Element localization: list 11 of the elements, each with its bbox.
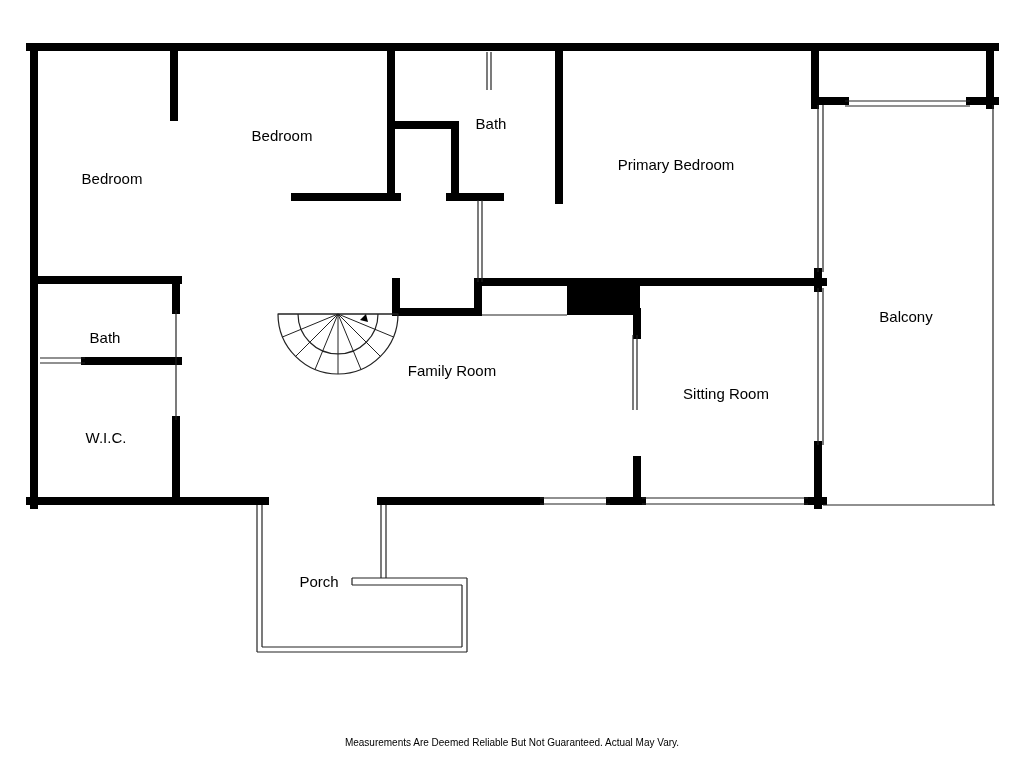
room-label: Bath xyxy=(475,113,507,134)
room-label: Bedroom xyxy=(81,168,143,189)
room-label: Bedroom xyxy=(251,125,313,146)
room-label: Bath xyxy=(89,327,121,348)
room-label: Sitting Room xyxy=(683,383,769,404)
room-label: W.I.C. xyxy=(85,427,127,448)
disclaimer-note: Measurements Are Deemed Reliable But Not Guaranteed. Actual May Vary. xyxy=(344,735,680,750)
room-label: Primary Bedroom xyxy=(617,154,735,175)
room-label: Porch xyxy=(299,571,339,592)
room-label: Family Room xyxy=(407,360,497,381)
room-label: Balcony xyxy=(879,306,933,327)
